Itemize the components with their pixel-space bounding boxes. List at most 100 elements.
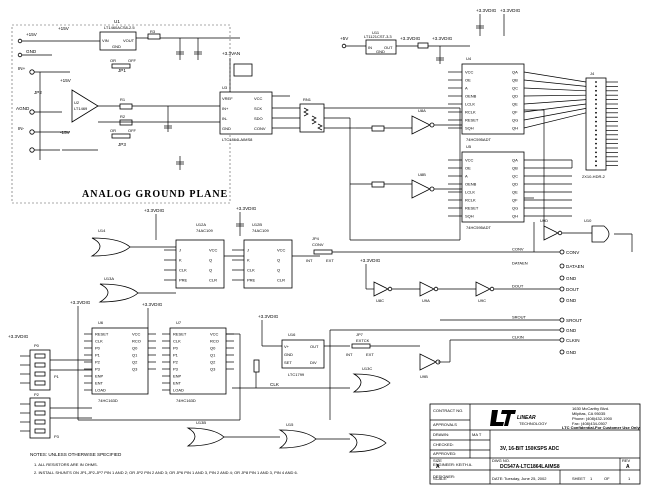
terminal-gnd-2[interactable] xyxy=(559,275,565,281)
jp4-ref: JP4 xyxy=(312,236,320,241)
tb-date-label: DATE: xyxy=(492,476,503,481)
u13a-gate xyxy=(98,283,139,303)
jp4-jumper[interactable] xyxy=(313,249,333,255)
u4-pin-right-3: QD xyxy=(512,94,518,99)
u3-pin-sdo: SDO xyxy=(254,116,263,121)
u7-counter xyxy=(169,327,227,395)
u13-gate-extra xyxy=(348,433,387,453)
u6-ref: U6 xyxy=(98,320,104,325)
rail-gnd-label: GND xyxy=(26,49,37,54)
terminal-wire-label-dout-3: DOUT xyxy=(512,284,524,289)
j4-pin-dot-4 xyxy=(595,98,597,101)
jp1-jumper[interactable] xyxy=(111,63,131,69)
tb-sheet-label: SHEET xyxy=(572,476,586,481)
u12a-pin-left-0: J xyxy=(179,248,181,253)
u4-pin-left-2: A xyxy=(465,86,468,91)
bus-u4-wire-1 xyxy=(523,79,587,87)
jp2-ref: JP2 xyxy=(34,90,42,95)
u9c-inverter xyxy=(419,353,437,371)
j4-pin-dot-16 xyxy=(595,151,597,154)
u5-pin-left-6: RESET xyxy=(465,206,479,211)
tb-address-1: 1630 McCarthy Blvd. xyxy=(572,406,609,411)
u5-pin-left-1: OE xyxy=(465,166,471,171)
u4-pin-right-0: QA xyxy=(512,70,518,75)
jp7-ref: JP7 xyxy=(356,332,364,337)
u15-gate xyxy=(278,429,317,449)
j4-pin-dot-9 xyxy=(595,120,597,123)
analog-ground-plane-region xyxy=(11,24,231,204)
u4-pin-left-6: RESET xyxy=(465,118,479,123)
u5-pin-right-5: QF xyxy=(512,198,518,203)
u12a-pin-right-1: Q xyxy=(209,258,212,263)
u8a-inverter xyxy=(411,115,431,135)
u4-pin-right-1: QB xyxy=(512,78,518,83)
u7-pin-left-3: P1 xyxy=(173,353,179,358)
terminal-label-clkin-7: CLKIN xyxy=(566,338,580,343)
notes-item-1: 1. ALL RESISTORS ARE IN OHMS. xyxy=(34,462,98,467)
tb-dwg-label: DWG NO. xyxy=(492,458,510,463)
j4-connector xyxy=(585,77,607,171)
jp3-opt-or: OR xyxy=(110,128,116,133)
dip-toggle-1-1[interactable] xyxy=(34,410,46,416)
dip-toggle-0-2[interactable] xyxy=(34,371,46,377)
u2-opamp xyxy=(71,89,99,123)
terminal-clkin-7[interactable] xyxy=(559,337,565,343)
bus-u4-wire-3 xyxy=(523,94,587,97)
dip-toggle-1-0[interactable] xyxy=(34,401,46,407)
terminal-dataen-1[interactable] xyxy=(559,263,565,269)
bus-u4-wire-7 xyxy=(523,112,587,129)
u7-pin-left-8: LOAD xyxy=(173,388,184,393)
u7-pin-left-7: ENT xyxy=(173,381,182,386)
tb-designer: DESIGNER: xyxy=(433,474,455,479)
j4-part: 2X10-HDR-2 xyxy=(582,174,606,179)
dip-toggle-1-3[interactable] xyxy=(34,428,46,434)
u12b-pin-left-0: J xyxy=(247,248,249,253)
terminal-gnd-6[interactable] xyxy=(559,327,565,333)
u7-pin-left-5: P3 xyxy=(173,367,179,372)
j4-pin-dot-6 xyxy=(595,107,597,110)
u7-pin-left-6: ENP xyxy=(173,374,182,379)
u9d-inverter xyxy=(475,281,491,297)
u11-pin-out: OUT xyxy=(384,45,393,50)
jp1-opt-off: OFF xyxy=(128,58,137,63)
rn1-resistor-network xyxy=(299,103,325,133)
jp3-jumper[interactable] xyxy=(111,133,131,139)
j4-pin-dot-2 xyxy=(595,89,597,92)
dip-toggle-0-0[interactable] xyxy=(34,353,46,359)
ff-p33vdig-1: +3.3VDIG xyxy=(144,208,165,213)
tb-address-2: Milpitas, CA 95035 xyxy=(572,411,606,416)
terminal-gnd-4[interactable] xyxy=(559,297,565,303)
j4-pin-dot-8 xyxy=(595,116,597,119)
dip-toggle-1-2[interactable] xyxy=(34,419,46,425)
u6-pin-left-2: P0 xyxy=(95,346,101,351)
u8b-inverter xyxy=(411,179,431,199)
u5-pin-left-4: LCLK xyxy=(465,190,475,195)
u12b-pin-right-0: VCC xyxy=(277,248,286,253)
u12b-pin-left-2: CLK xyxy=(247,268,255,273)
jp7-jumper[interactable] xyxy=(351,343,371,349)
u5-pin-right-7: QH xyxy=(512,214,518,219)
dip-toggle-0-1[interactable] xyxy=(34,362,46,368)
j4-ref: J4 xyxy=(590,71,595,76)
terminal-conv-0[interactable] xyxy=(559,249,565,255)
dip-toggle-0-3[interactable] xyxy=(34,380,46,386)
u3-pin-vcc: VCC xyxy=(254,96,263,101)
terminal-gnd-8[interactable] xyxy=(559,349,565,355)
u5-pin-left-2: A xyxy=(465,174,468,179)
u3-pin-inn: IN- xyxy=(222,116,228,121)
terminal-label-conv-0: CONV xyxy=(566,250,580,255)
tb-drawn: DRAWN: xyxy=(433,432,449,437)
j4-pin-dot-12 xyxy=(595,133,597,136)
terminal-label-gnd-8: GND xyxy=(566,350,577,355)
u1-pin-vout: VOUT xyxy=(123,38,135,43)
u11-part: LT1121CST-3.3 xyxy=(364,34,392,39)
bus-u4-wire-4 xyxy=(523,99,587,105)
u1-regulator xyxy=(99,31,137,51)
u5-pin-left-7: SQH xyxy=(465,214,474,219)
u4-pin-right-2: QC xyxy=(512,86,518,91)
dip-p33vdig: +3.3VDIG xyxy=(8,334,29,339)
j4-pin-dot-3 xyxy=(595,94,597,97)
terminal-dout-3[interactable] xyxy=(559,286,565,292)
u11-pin-gnd: GND xyxy=(376,49,385,54)
terminal-srout-5[interactable] xyxy=(559,317,565,323)
